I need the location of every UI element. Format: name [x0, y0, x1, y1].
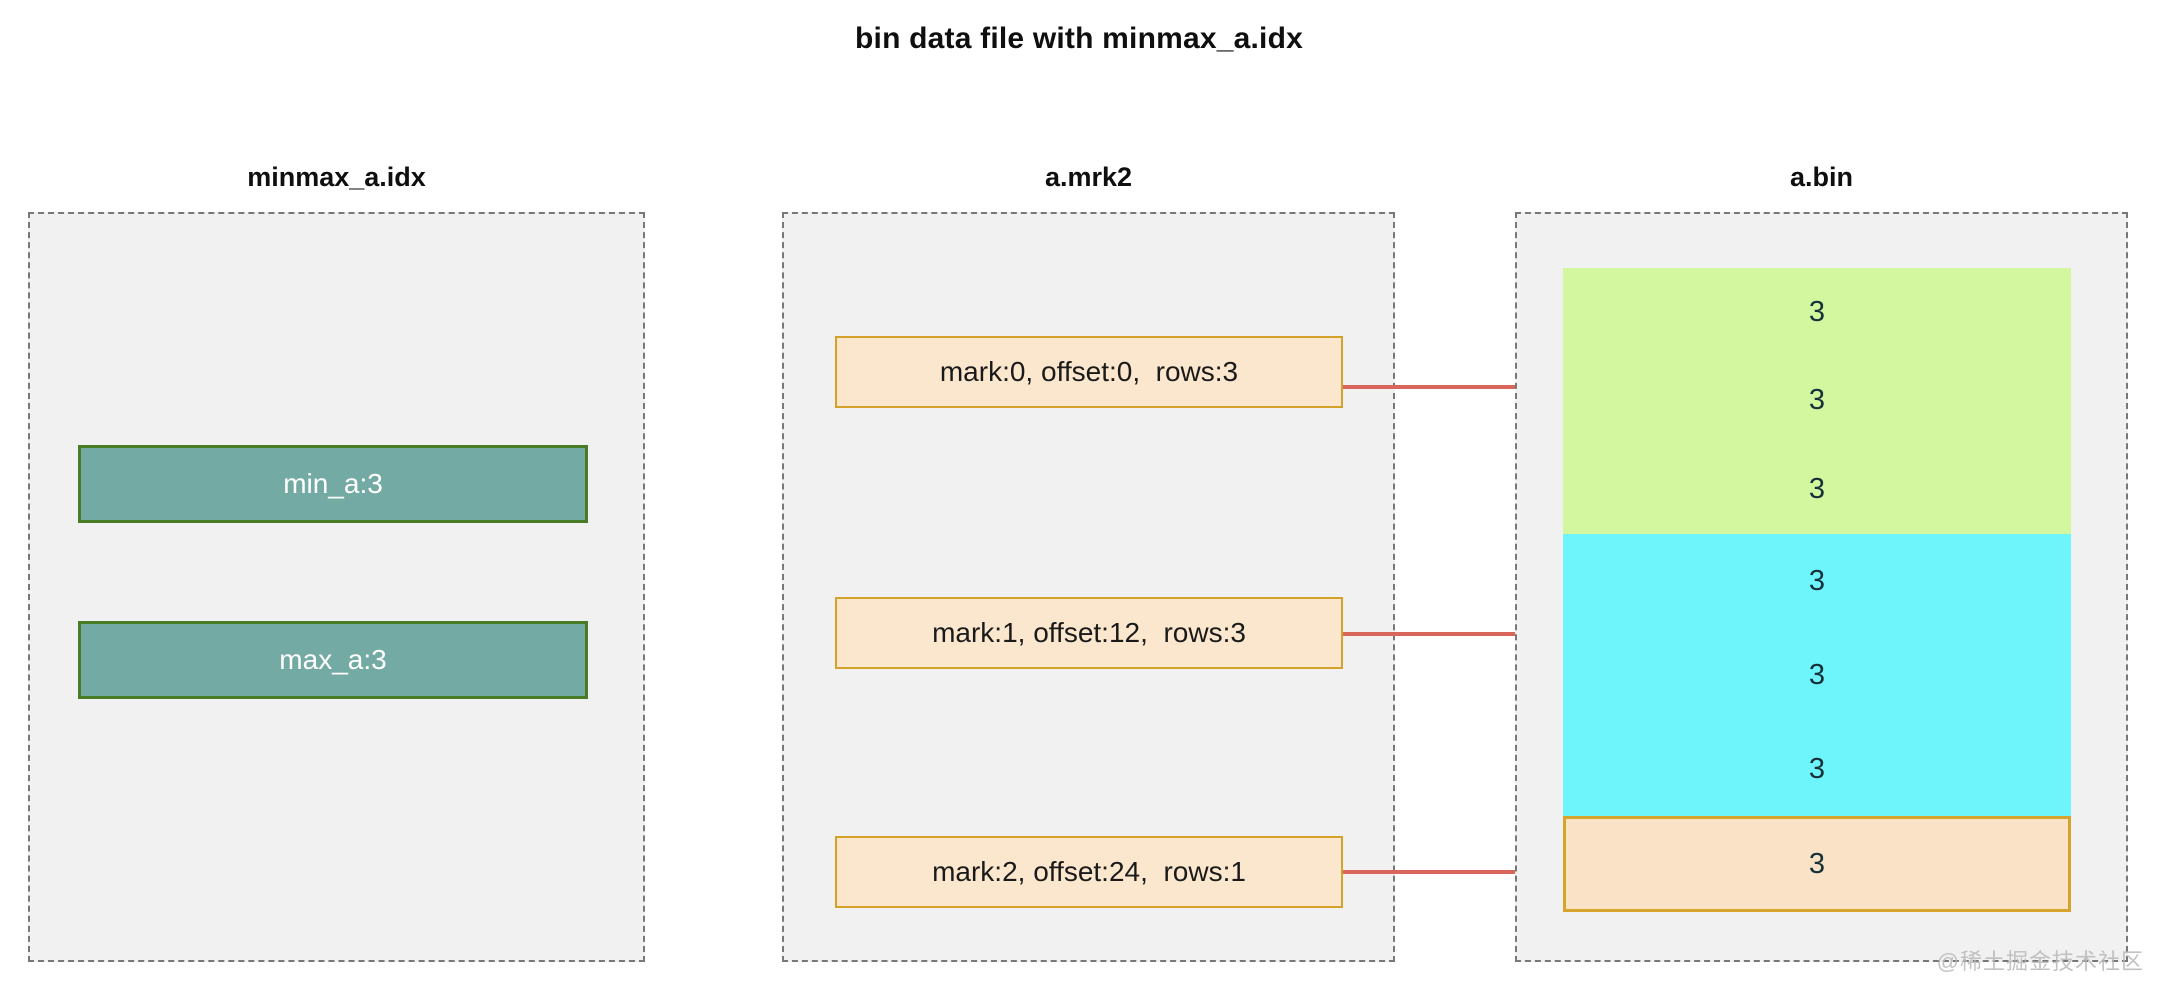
mark-row-2-label: mark:2, offset:24, rows:1	[932, 856, 1246, 887]
index-box-min-a-label: min_a:3	[283, 468, 383, 499]
mark-row-1: mark:1, offset:12, rows:3	[835, 597, 1343, 669]
mark-row-2: mark:2, offset:24, rows:1	[835, 836, 1343, 908]
granule-block-2: 3	[1563, 816, 2071, 912]
bin-cell: 3	[1808, 752, 1826, 785]
index-box-max-a: max_a:3	[78, 621, 588, 699]
column-heading-bin: a.bin	[1789, 162, 1853, 192]
bin-cell: 3	[1808, 384, 1826, 417]
index-box-max-a-label: max_a:3	[279, 644, 387, 675]
bin-cell: 3	[1808, 658, 1826, 691]
index-box-min-a: min_a:3	[78, 445, 588, 523]
mark-row-1-label: mark:1, offset:12, rows:3	[932, 617, 1246, 648]
granule-block-0: 3 3 3	[1563, 268, 2071, 534]
mark-row-0: mark:0, offset:0, rows:3	[835, 336, 1343, 408]
bin-cell: 3	[1808, 473, 1826, 506]
bin-cell: 3	[1808, 847, 1826, 880]
bin-cell: 3	[1808, 564, 1826, 597]
mark-row-0-label: mark:0, offset:0, rows:3	[939, 356, 1239, 387]
column-heading-minmax-idx: minmax_a.idx	[247, 162, 426, 192]
page-title: bin data file with minmax_a.idx	[855, 22, 1303, 55]
column-heading-mrk2: a.mrk2	[1044, 162, 1133, 192]
granule-block-1: 3 3 3	[1563, 534, 2071, 816]
file-panel-minmax-idx	[28, 212, 645, 962]
bin-cell: 3	[1808, 295, 1826, 328]
